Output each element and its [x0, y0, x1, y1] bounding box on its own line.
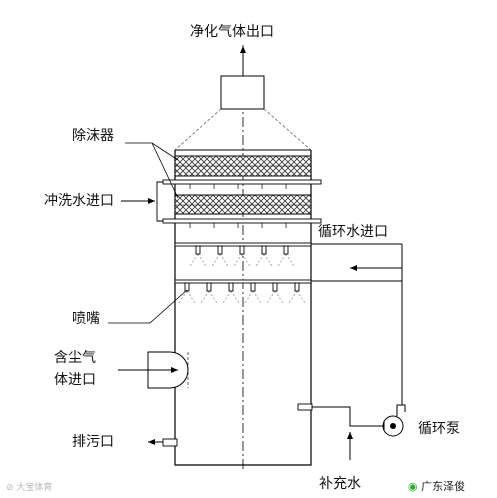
wash-pipe-lower [162, 218, 322, 224]
wechat-icon: ◉ [408, 480, 418, 493]
demister-label: 除沫器 [72, 128, 114, 144]
watermark-bottom-left: ⊘ 大宝体育 [6, 483, 53, 493]
tower-shell [174, 150, 312, 466]
spray-nozzles-upper [195, 245, 289, 255]
wash-inlet-label: 冲洗水进口 [44, 193, 114, 209]
nozzle-leader [108, 289, 188, 324]
makeup-label: 补充水 [319, 476, 361, 492]
wash-nozzles [189, 184, 287, 228]
return-pipe-stub [297, 403, 313, 411]
outlet-stack [220, 75, 265, 110]
wash-pipe-upper [162, 179, 322, 185]
dust-gas-label-line1: 含尘气 [54, 350, 96, 366]
circ-inlet-label: 循环水进口 [318, 224, 388, 240]
drain-label: 排污口 [72, 434, 114, 450]
pump-label: 循环泵 [418, 421, 460, 437]
demister-pad-lower [174, 194, 312, 215]
brand-watermark: ◉ 广东泽俊 [408, 480, 466, 493]
spray-nozzles-lower [184, 282, 300, 292]
wash-inlet-bracket [156, 181, 163, 222]
drain-nozzle [162, 438, 178, 447]
nozzle-label: 喷嘴 [72, 311, 100, 327]
demister-leader [125, 142, 179, 199]
return-pipe [311, 406, 384, 427]
circulation-pump [382, 404, 406, 437]
spray-header-lower [174, 279, 312, 284]
watermark-icon: ⊘ [6, 483, 17, 493]
conical-hood [174, 108, 312, 151]
outlet-label: 净化气体出口 [190, 24, 274, 40]
spray-cones-lower [178, 290, 306, 304]
dust-gas-label-line2: 体进口 [54, 372, 96, 388]
spray-cones-upper [189, 253, 295, 267]
